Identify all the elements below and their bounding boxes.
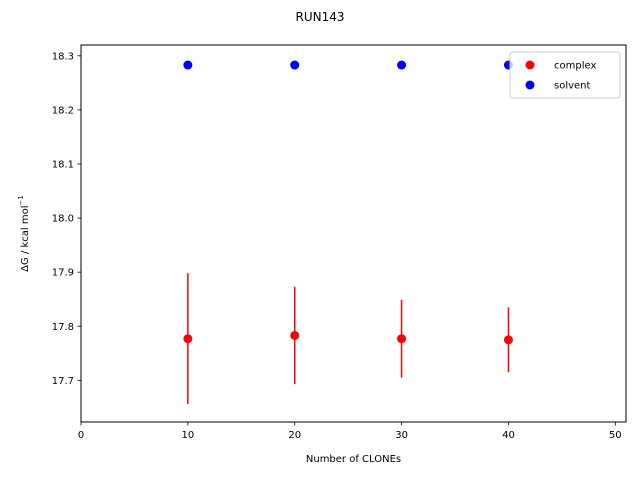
y-axis-label: ΔG / kcal mol−1	[17, 195, 31, 272]
legend: complex solvent	[509, 51, 621, 99]
x-tick-label: 0	[78, 430, 84, 441]
legend-marker	[525, 80, 535, 90]
x-tick-label: 40	[502, 430, 515, 441]
x-axis: 0 10 20 30 40 50	[78, 422, 622, 441]
data-point	[290, 60, 300, 70]
y-tick-label: 18.1	[52, 159, 74, 170]
y-tick-label: 18.2	[52, 105, 74, 116]
x-axis-label: Number of CLONEs	[306, 454, 401, 465]
y-axis: 17.7 17.8 17.9 18.0 18.1 18.2 18.3	[52, 51, 81, 387]
data-point	[183, 60, 193, 70]
legend-marker	[525, 60, 535, 70]
data-point	[397, 334, 407, 344]
y-tick-label: 17.7	[52, 376, 74, 387]
x-tick-label: 50	[609, 430, 622, 441]
y-axis-label-superscript: −1	[17, 195, 25, 205]
chart-title: RUN143	[295, 10, 344, 24]
x-tick-label: 30	[395, 430, 408, 441]
legend-box	[509, 51, 621, 99]
x-tick-label: 20	[288, 430, 301, 441]
y-axis-label-main: ΔG / kcal mol	[20, 206, 31, 272]
x-tick-label: 10	[181, 430, 194, 441]
y-tick-label: 17.9	[52, 268, 74, 279]
y-tick-label: 18.0	[52, 214, 74, 225]
data-point	[290, 330, 300, 340]
data-point	[183, 334, 193, 344]
y-tick-label: 18.3	[52, 51, 74, 62]
plot-area	[80, 44, 627, 423]
data-point	[397, 60, 407, 70]
series-complex	[183, 273, 513, 405]
legend-label: solvent	[554, 81, 591, 92]
y-tick-label: 17.8	[52, 322, 74, 333]
data-point	[503, 335, 513, 345]
legend-label: complex	[554, 61, 596, 72]
